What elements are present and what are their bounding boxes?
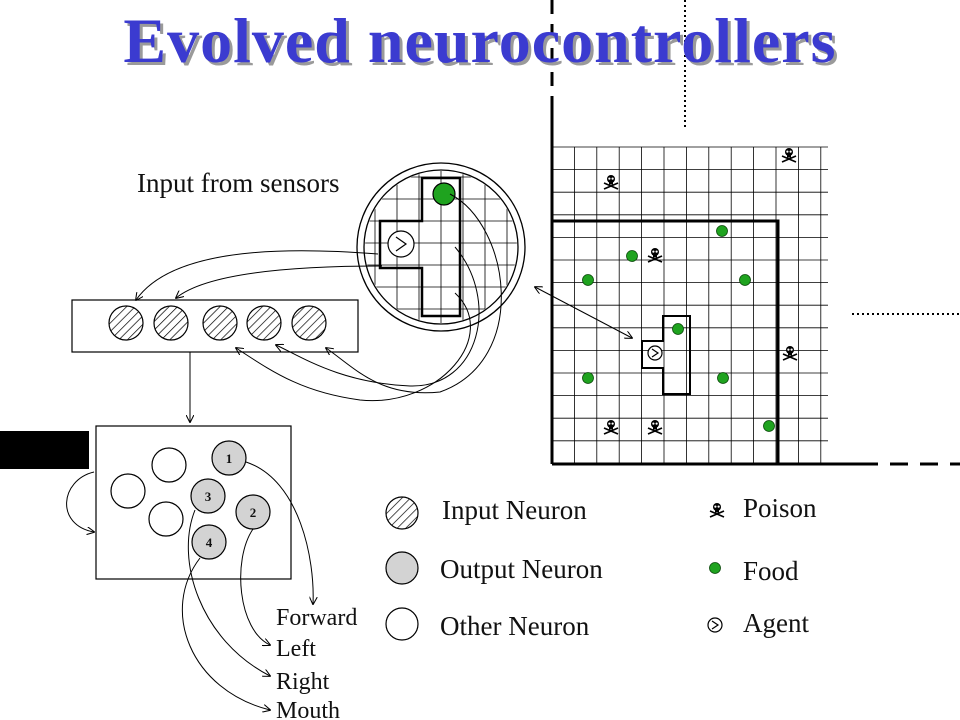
output-neuron-3 <box>190 478 226 514</box>
poison-icon <box>709 502 725 518</box>
legend: Input Neuron Output Neuron Other Neuron … <box>385 493 817 641</box>
output-neuron-1 <box>211 440 247 476</box>
input-layer <box>71 299 359 353</box>
poison-items <box>603 147 798 435</box>
action-forward: Forward <box>276 605 357 631</box>
legend-output-neuron: Output Neuron <box>440 554 603 584</box>
action-right: Right <box>276 669 330 695</box>
redaction-block <box>0 431 89 469</box>
food-icon <box>709 562 721 574</box>
other-neuron <box>110 473 146 509</box>
input-neuron-4 <box>246 305 282 341</box>
input-neuron-2 <box>153 305 189 341</box>
action-left: Left <box>276 636 316 662</box>
input-neuron-5 <box>291 305 327 341</box>
input-neuron-legend-icon <box>385 496 419 530</box>
output-neuron-label: 3 <box>205 489 212 504</box>
legend-agent: Agent <box>743 608 809 638</box>
output-neuron-4 <box>191 524 227 560</box>
other-neuron <box>151 447 187 483</box>
output-neuron-label: 2 <box>250 505 257 520</box>
food-items <box>582 225 775 432</box>
legend-input-neuron: Input Neuron <box>442 495 587 525</box>
input-neuron-3 <box>202 305 238 341</box>
legend-other-neuron: Other Neuron <box>440 611 590 641</box>
sensor-magnifier <box>356 162 526 332</box>
output-neuron-label: 4 <box>206 535 213 550</box>
legend-food: Food <box>743 556 799 586</box>
action-mouth: Mouth <box>276 698 340 720</box>
input-from-sensors-label: Input from sensors <box>137 168 339 198</box>
sensor-connections <box>136 193 502 422</box>
legend-poison: Poison <box>743 493 817 523</box>
output-connections <box>181 461 313 710</box>
network-box: 1 2 3 4 <box>95 425 292 580</box>
agent-icon <box>707 617 723 633</box>
page-title: Evolved neurocontrollers <box>123 5 837 76</box>
agent-icon <box>647 345 663 361</box>
output-neuron-legend-icon <box>385 551 419 585</box>
output-neuron-label: 1 <box>226 451 233 466</box>
other-neuron-legend-icon <box>385 607 419 641</box>
other-neuron <box>148 501 184 537</box>
input-neuron-1 <box>108 305 144 341</box>
